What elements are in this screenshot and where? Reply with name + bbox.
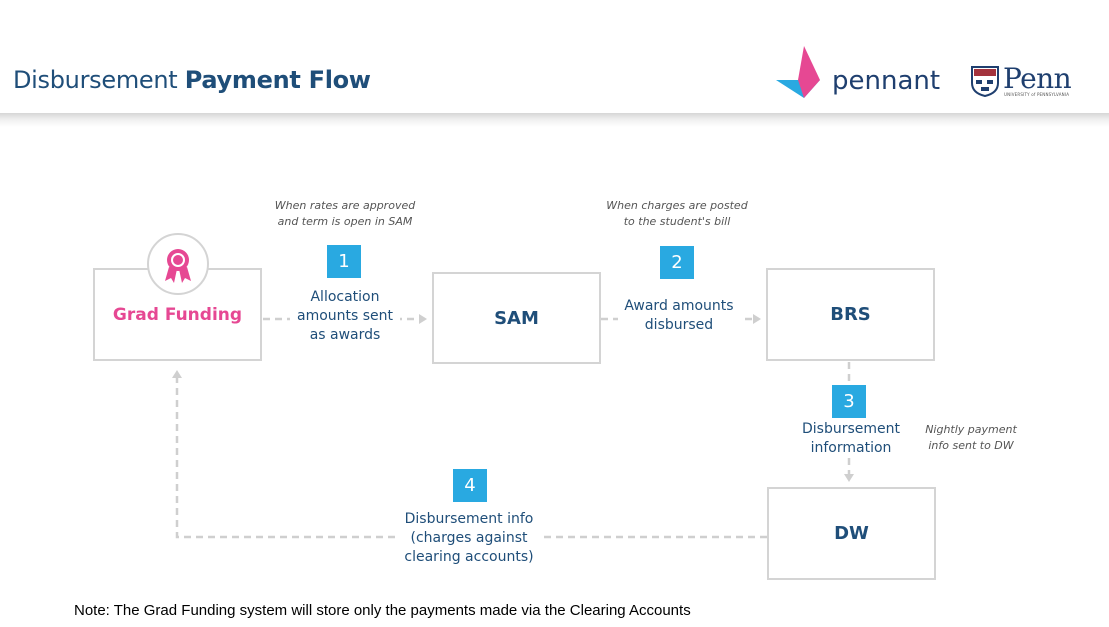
step-2-label-line-2: disbursed: [644, 317, 714, 333]
step-2-note-line-2: to the student's bill: [623, 215, 731, 228]
penn-logo-text: Penn: [1003, 62, 1072, 95]
step-2-label-line-1: Award amounts: [624, 298, 734, 314]
step-1-badge: 1: [327, 245, 361, 278]
step-3-note-line-1: Nightly payment: [925, 423, 1017, 436]
footer-note: Note: The Grad Funding system will store…: [74, 602, 691, 619]
step-1-label-line-2: amounts sent: [296, 308, 394, 324]
penn-logo-subtext: UNIVERSITY of PENNSYLVANIA: [1004, 92, 1070, 97]
step-3-label: Disbursement information: [796, 420, 906, 458]
step-3-note-line-2: info sent to DW: [928, 439, 1014, 452]
step-2-note-line-1: When charges are posted: [606, 199, 748, 212]
node-dw: DW: [767, 487, 936, 580]
step-1-note-line-2: and term is open in SAM: [277, 215, 413, 228]
step-4-label: Disbursement info (charges against clear…: [396, 510, 542, 567]
step-2-note: When charges are posted to the student's…: [603, 198, 751, 230]
step-3-note: Nightly payment info sent to DW: [917, 422, 1025, 454]
page-title: Disbursement Payment Flow: [13, 66, 371, 94]
title-bold: Payment Flow: [184, 66, 371, 94]
title-light: Disbursement: [13, 66, 178, 94]
node-brs: BRS: [766, 268, 935, 361]
penn-shield-icon: [971, 66, 999, 97]
node-sam: SAM: [432, 272, 601, 364]
step-3-badge: 3: [832, 385, 866, 418]
step-3-label-line-2: information: [810, 440, 892, 456]
pennant-logo-icon: [776, 46, 820, 98]
step-1-label-line-1: Allocation: [310, 289, 380, 305]
node-sam-label: SAM: [494, 307, 539, 329]
connector-dw-to-grad: [172, 370, 767, 539]
step-1-label-line-3: as awards: [309, 327, 381, 343]
step-4-label-line-3: clearing accounts): [404, 549, 534, 565]
step-1-note: When rates are approved and term is open…: [273, 198, 417, 230]
step-4-label-line-1: Disbursement info: [404, 511, 534, 527]
pennant-logo-text: pennant: [832, 66, 941, 96]
step-1-note-line-1: When rates are approved: [274, 199, 416, 212]
header-divider: [0, 113, 1109, 127]
step-3-label-line-1: Disbursement: [802, 421, 900, 437]
step-1-label: Allocation amounts sent as awards: [290, 288, 400, 345]
step-4-label-line-2: (charges against: [410, 530, 528, 546]
step-2-badge: 2: [660, 246, 694, 279]
award-ribbon-icon: [147, 233, 209, 295]
step-4-badge: 4: [453, 469, 487, 502]
step-2-label: Award amounts disbursed: [618, 297, 740, 335]
node-dw-label: DW: [834, 523, 869, 544]
node-brs-label: BRS: [830, 304, 871, 325]
node-grad-funding-label: Grad Funding: [112, 304, 243, 325]
